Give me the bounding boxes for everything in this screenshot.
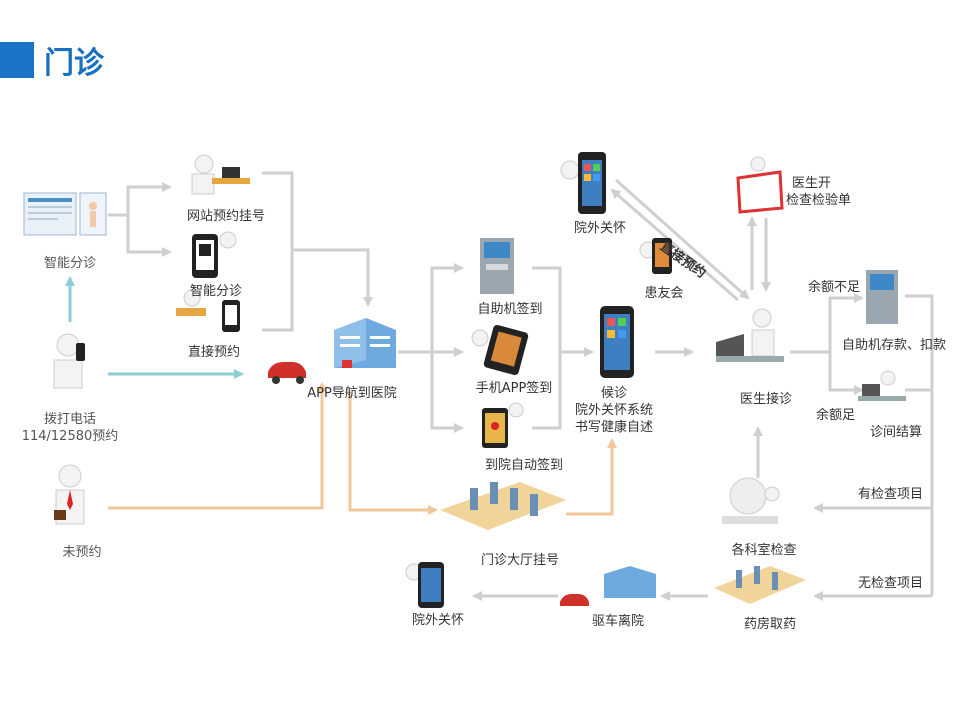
label-doctor-orders: 医生开 — [792, 176, 832, 191]
direct-appt-icon — [176, 289, 240, 332]
label-waiting: 候诊 — [600, 386, 628, 401]
label-no-appointment: 未预约 — [62, 545, 102, 560]
label-self-deposit: 自助机存款、扣款 — [842, 338, 947, 353]
care-phone-bottom-icon — [405, 562, 444, 608]
right-bus — [905, 294, 934, 596]
arrow-app-hall — [348, 392, 438, 515]
qr-phone-icon — [192, 231, 237, 278]
label-check-orders: 检查检验单 — [786, 193, 852, 208]
arrow-checkins-wait — [532, 266, 592, 430]
arrow-doctor-care — [610, 188, 739, 302]
arrow-doctor-settle — [828, 352, 864, 395]
checkup-room-icon — [722, 477, 780, 524]
arrow-noappt-app — [108, 382, 327, 510]
hall-registration-icon — [440, 482, 566, 530]
hospital-building-icon — [334, 318, 396, 368]
label-sufficient-balance: 余额足 — [816, 408, 856, 423]
arrow-triage-web — [108, 182, 172, 217]
map-phone-icon — [482, 402, 524, 448]
label-mobile-checkin: 手机APP签到 — [475, 381, 553, 396]
web-desk-icon — [191, 154, 250, 195]
arrow-app-checkins — [398, 263, 464, 354]
arrow-triage-smart — [126, 215, 172, 257]
label-outside-care-system: 院外关怀系统 — [574, 403, 654, 418]
label-drive-away: 驱车离院 — [591, 614, 645, 629]
label-outside-care-top: 院外关怀 — [573, 221, 627, 236]
triage-screen-icon — [23, 192, 107, 236]
arrow-hall-wait — [566, 438, 617, 516]
arrow-doctor-pay — [790, 293, 864, 354]
label-with-checkup: 有检查项目 — [858, 487, 924, 502]
label-patient-friends: 患友会 — [644, 286, 684, 301]
orders-board-icon — [736, 156, 784, 214]
label-without-checkup: 无检查项目 — [858, 576, 924, 591]
gray-connectors — [108, 171, 934, 601]
label-pharmacy: 药房取药 — [743, 617, 797, 632]
label-dept-checkup: 各科室检查 — [731, 543, 797, 558]
label-smart-triage-left: 智能分诊 — [43, 256, 97, 271]
deposit-kiosk-icon — [866, 270, 898, 324]
label-app-nav: APP导航到医院 — [307, 386, 397, 401]
drive-away-icon — [560, 566, 656, 606]
label-auto-checkin: 到院自动签到 — [484, 458, 564, 473]
label-web-appointment: 网站预约挂号 — [186, 209, 266, 224]
label-outside-care-bottom: 院外关怀 — [411, 613, 465, 628]
label-direct-appointment: 直接预约 — [187, 345, 241, 360]
label-insufficient-balance: 余额不足 — [808, 280, 861, 295]
arrow-care-doctor — [615, 178, 750, 300]
page-title: 门诊 — [44, 46, 104, 81]
caller-figure-icon — [53, 333, 85, 389]
teal-connectors — [65, 276, 244, 379]
label-doctor-reception: 医生接诊 — [739, 392, 793, 407]
label-self-checkin: 自助机签到 — [477, 302, 543, 317]
waiting-phone-icon — [600, 306, 634, 378]
red-car-icon — [268, 362, 306, 384]
arrow-channels-app — [262, 171, 368, 332]
label-smart-triage-mid: 智能分诊 — [189, 284, 243, 299]
label-health-self-report: 书写健康自述 — [574, 420, 654, 435]
arrow-app-auto — [430, 352, 464, 433]
label-consult-settlement: 诊间结算 — [870, 425, 923, 440]
kiosk-icon — [480, 238, 514, 294]
pharmacy-counter-icon — [714, 566, 806, 604]
label-call-phone: 拨打电话 — [43, 412, 97, 427]
doctor-desk-icon — [716, 308, 784, 362]
patient-club-icon — [639, 238, 672, 274]
care-phone-top-icon — [560, 152, 606, 214]
unbooked-figure-icon — [54, 464, 85, 525]
app-phone-icon — [471, 324, 529, 376]
settlement-desk-icon — [858, 370, 906, 401]
orange-connectors — [108, 382, 617, 516]
title-accent-bar — [0, 42, 34, 78]
label-hall-registration: 门诊大厅挂号 — [480, 553, 560, 568]
label-call-numbers: 114/12580预约 — [21, 429, 119, 444]
